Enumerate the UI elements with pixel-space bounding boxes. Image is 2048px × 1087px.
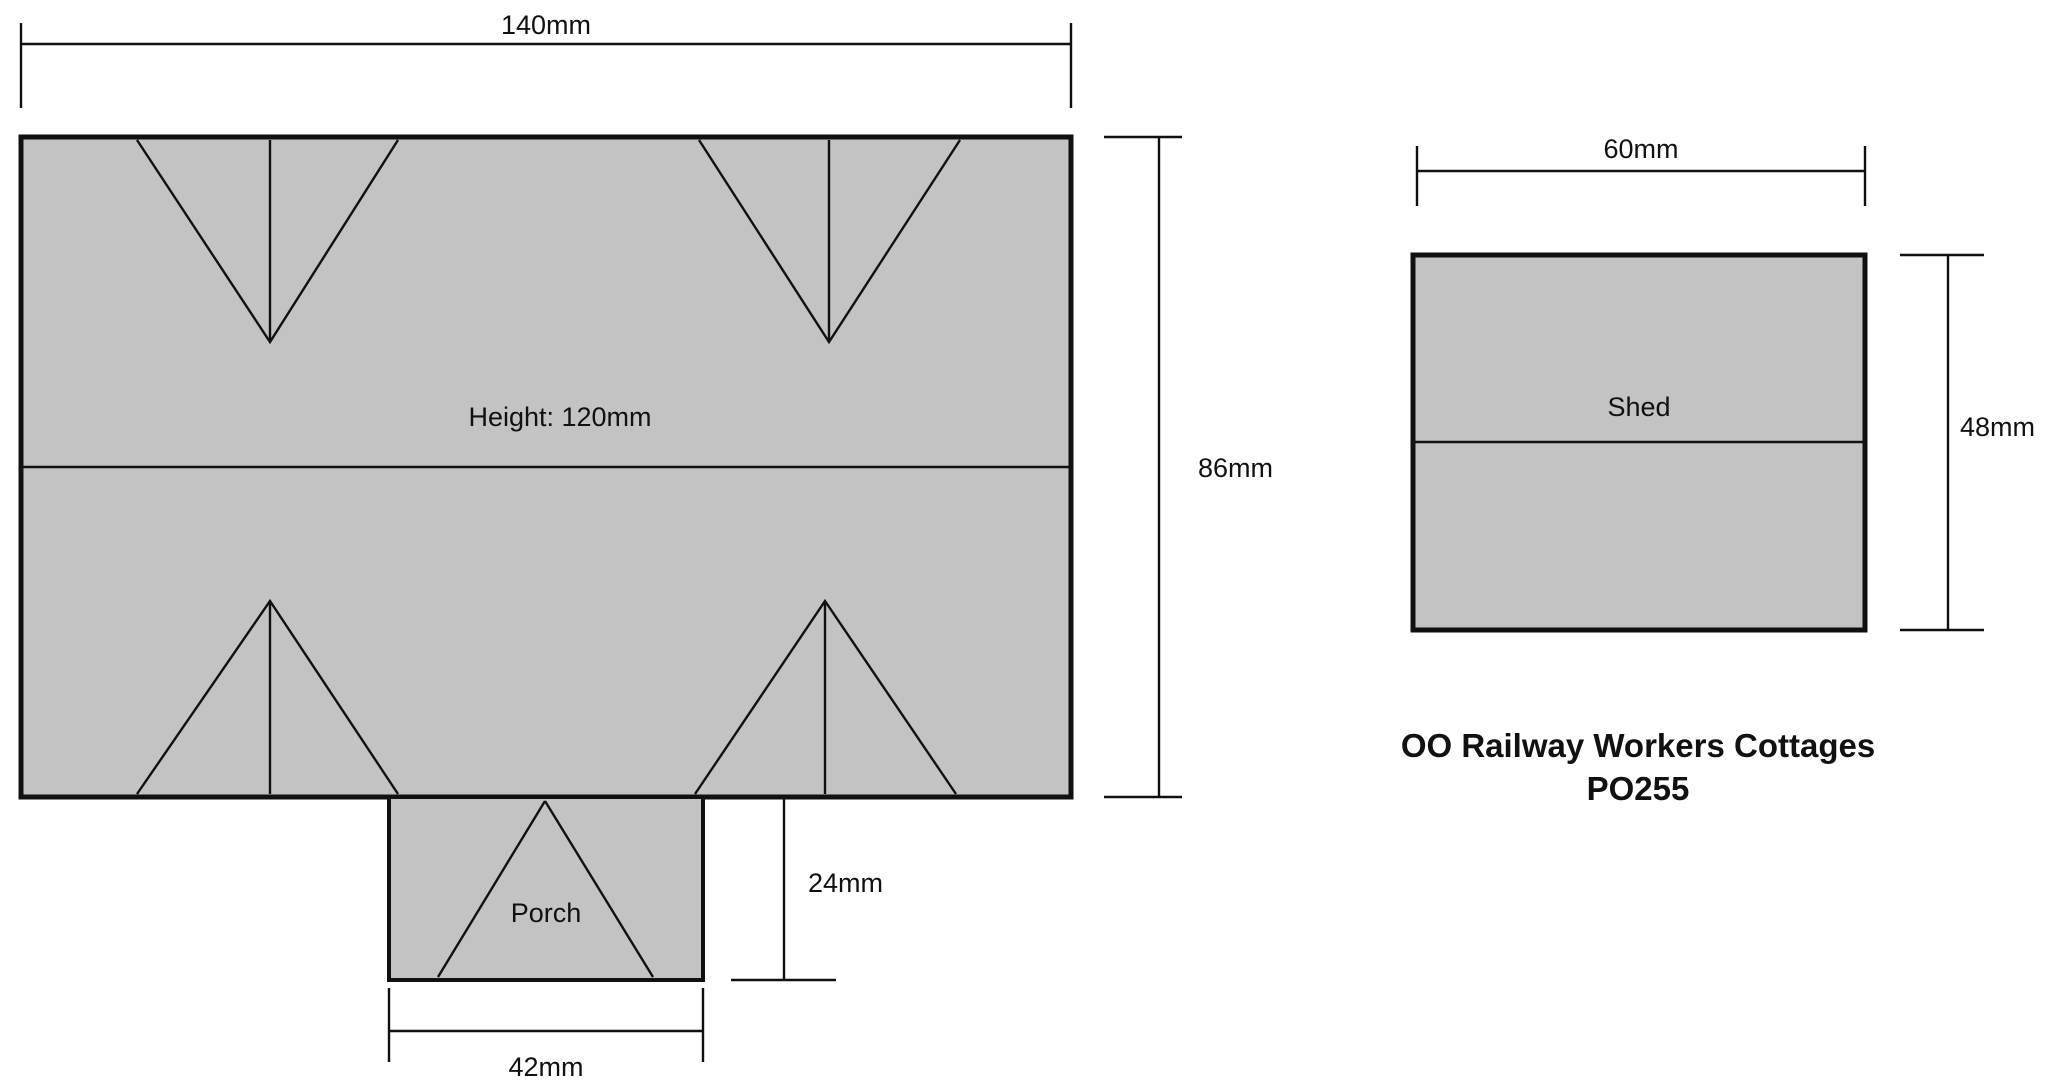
- roof-hip-lines-top-left: [135, 139, 400, 345]
- porch-depth-dimension: 24mm: [731, 799, 883, 982]
- porch-width-dimension-lines: [387, 988, 705, 1062]
- shed-depth-dimension-lines: [1900, 253, 1984, 632]
- porch-footprint: [387, 795, 705, 982]
- roof-hip-lines-top-right: [697, 139, 962, 345]
- main-depth-dimension: 86mm: [1104, 135, 1273, 799]
- shed-depth-dimension-label: 48mm: [1960, 412, 2035, 442]
- shed-width-dimension-label: 60mm: [1603, 134, 1678, 164]
- main-building: Height: 120mm: [18, 134, 1074, 800]
- main-width-dimension-lines: [19, 23, 1073, 108]
- porch-depth-dimension-lines: [731, 799, 836, 982]
- porch-width-dimension-label: 42mm: [508, 1052, 583, 1082]
- shed-width-dimension: 60mm: [1415, 134, 1867, 206]
- roof-hip-lines-bottom-right: [694, 598, 957, 795]
- shed-depth-dimension: 48mm: [1900, 253, 2035, 632]
- main-depth-dimension-label: 86mm: [1198, 453, 1273, 483]
- kit-title-line2: PO255: [1587, 770, 1690, 807]
- shed-width-dimension-lines: [1415, 146, 1867, 206]
- kit-title-line1: OO Railway Workers Cottages: [1401, 727, 1875, 764]
- main-building-height-label: Height: 120mm: [468, 402, 651, 432]
- main-width-dimension-label: 140mm: [501, 10, 591, 40]
- porch-depth-dimension-label: 24mm: [808, 868, 883, 898]
- kit-title: OO Railway Workers Cottages PO255: [1401, 727, 1875, 807]
- main-depth-dimension-lines: [1104, 135, 1182, 799]
- porch-width-dimension: 42mm: [387, 988, 705, 1082]
- porch: Porch: [387, 795, 705, 982]
- porch-gable-lines: [436, 800, 655, 978]
- roof-hip-lines-bottom-left: [136, 598, 400, 795]
- porch-label: Porch: [511, 898, 582, 928]
- shed: Shed: [1410, 252, 1868, 633]
- main-width-dimension: 140mm: [19, 10, 1073, 108]
- shed-label: Shed: [1607, 392, 1670, 422]
